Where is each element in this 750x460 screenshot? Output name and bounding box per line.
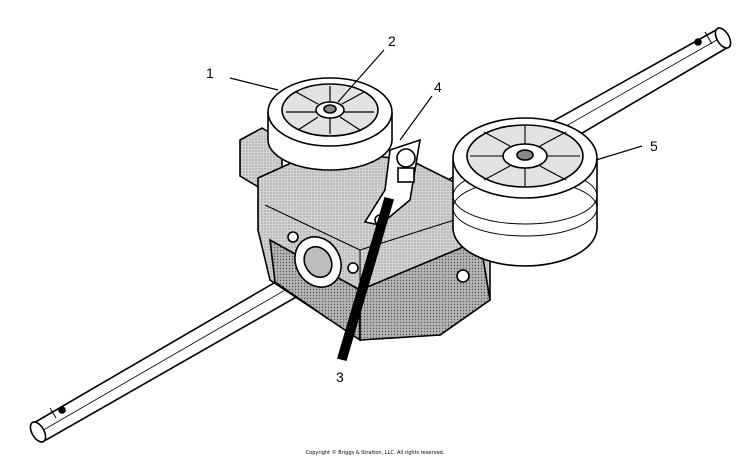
callout-1: 1	[206, 65, 214, 81]
shift-arm	[336, 138, 422, 361]
axle-lower	[29, 260, 328, 443]
copyright-text: Copyright © Briggs & Stratton, LLC. All …	[305, 450, 445, 456]
leader-2	[337, 49, 385, 103]
callout-5: 5	[650, 138, 658, 154]
input-pulley	[267, 77, 393, 171]
callout-3: 3	[336, 369, 344, 385]
leader-lines	[229, 49, 643, 161]
callout-2: 2	[388, 33, 396, 49]
leader-1	[229, 77, 279, 91]
leader-5	[595, 145, 643, 161]
leader-4	[399, 95, 433, 141]
callout-4: 4	[434, 79, 442, 95]
output-pulley	[452, 117, 598, 267]
